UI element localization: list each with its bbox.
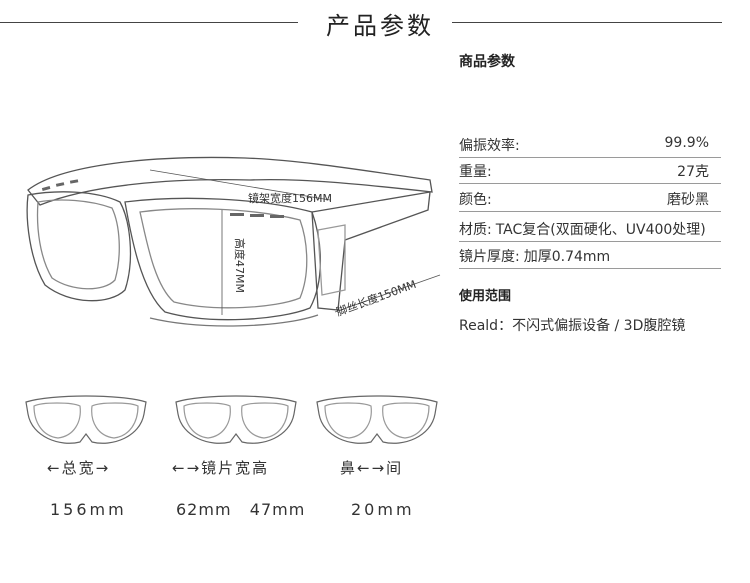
spec-key: 镜片厚度: [459,249,520,265]
glasses-front-lens-size-icon [175,395,297,444]
frame-width-dimension-label: 镜架宽度156MM [248,191,332,205]
page-title: 产品参数 [326,12,434,40]
spec-key: 材质: [459,222,492,238]
spec-row-lens-thickness: 镜片厚度:加厚0.74mm [459,244,721,269]
specs-heading: 商品参数 [459,54,515,70]
usage-text: Reald：不闪式偏振设备 / 3D腹腔镜 [459,318,686,334]
bridge-width-value: 20mm [351,500,415,519]
spec-key: 偏振效率: [459,138,520,154]
total-width-value: 156mm [50,500,127,519]
spec-key: 重量: [459,164,492,180]
spec-row-material: 材质:TAC复合(双面硬化、UV400处理) [459,217,721,242]
spec-key: 颜色: [459,192,492,208]
spec-value: TAC复合(双面硬化、UV400处理) [495,222,706,238]
lens-size-value: 62mm 47mm [176,500,306,519]
spec-row-color: 颜色: 磨砂黑 [459,187,721,212]
spec-value: 磨砂黑 [667,192,709,208]
spec-row-weight: 重量: 27克 [459,159,721,184]
bridge-width-label: 鼻←→间 [340,459,404,477]
spec-thickness-line: 镜片厚度:加厚0.74mm [459,246,610,266]
spec-value: 99.9% [664,135,709,151]
header-divider-left [0,22,298,23]
lens-height-dimension-label: 高度47MM [233,238,247,293]
spec-value: 加厚0.74mm [523,249,611,265]
temple-length-dimension-label: 脚丝长度150MM [334,277,418,319]
total-width-label: ←总宽→ [47,459,111,477]
spec-row-polarization: 偏振效率: 99.9% [459,133,721,158]
spec-value: 27克 [677,164,709,180]
glasses-front-bridge-icon [316,395,438,444]
usage-heading: 使用范围 [459,289,512,304]
lens-size-label: ←→镜片宽高 [172,459,270,477]
spec-material-line: 材质:TAC复合(双面硬化、UV400处理) [459,219,706,239]
glasses-side-view-illustration: 镜架宽度156MM 高度47MM 脚丝长度150MM [26,156,441,327]
header-divider-right [452,22,722,23]
glasses-front-total-width-icon [25,395,147,444]
